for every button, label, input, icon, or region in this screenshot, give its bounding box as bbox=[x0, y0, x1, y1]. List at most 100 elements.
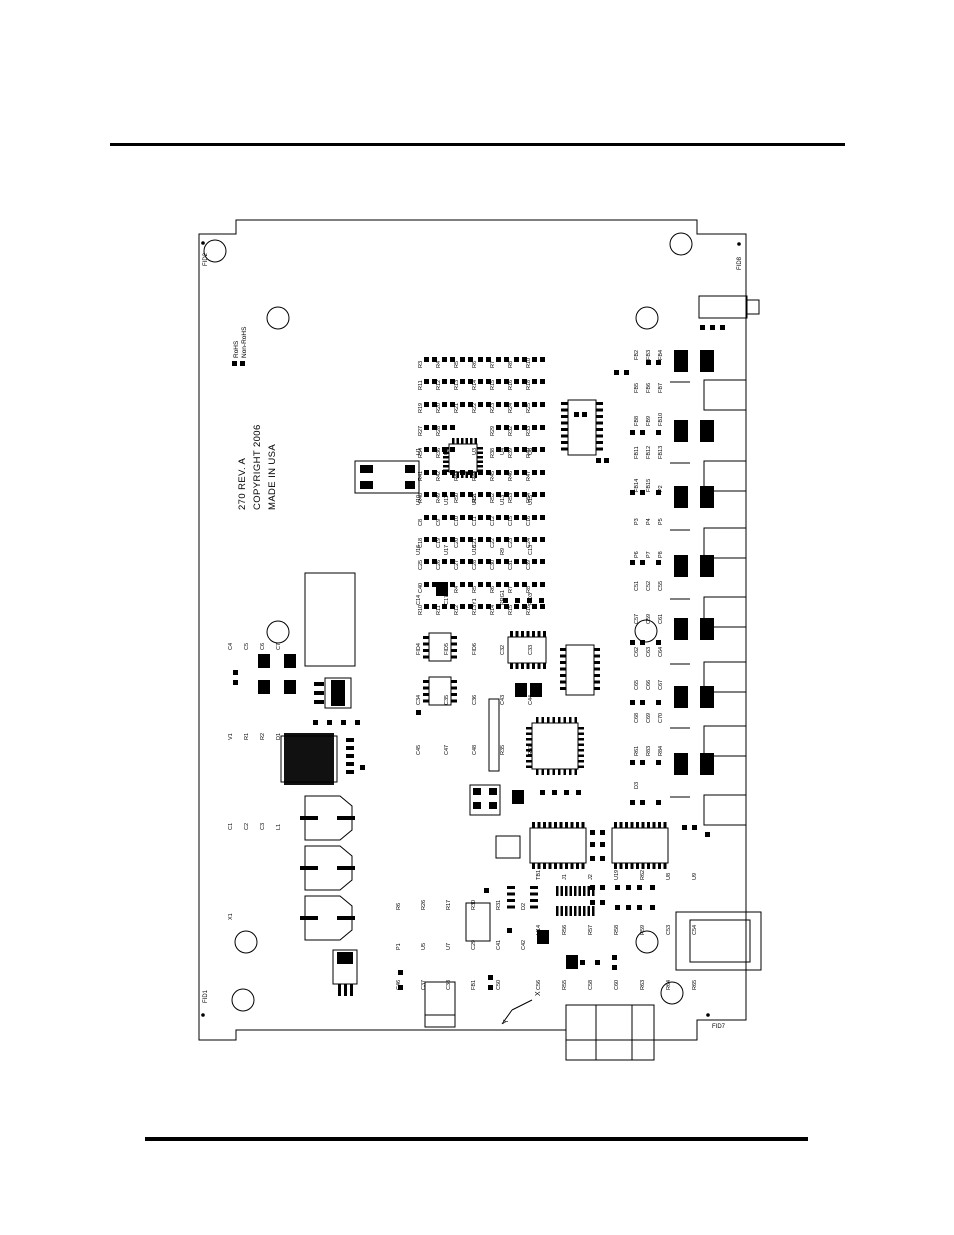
sw-ref-label: C41 bbox=[496, 940, 502, 950]
pad bbox=[590, 900, 595, 905]
ic-pin bbox=[663, 822, 667, 828]
ic-pin bbox=[465, 472, 468, 478]
grid-ref-label: R14 bbox=[490, 605, 496, 615]
pad bbox=[540, 470, 545, 475]
pad bbox=[514, 425, 519, 430]
grid-ref-label: R16 bbox=[508, 380, 514, 390]
pad bbox=[640, 560, 645, 565]
pad bbox=[416, 710, 421, 715]
pad bbox=[532, 492, 537, 497]
pad bbox=[496, 515, 501, 520]
ic-pin bbox=[510, 663, 513, 669]
pad bbox=[564, 790, 569, 795]
ic-pin bbox=[581, 863, 585, 869]
ic-pin bbox=[554, 863, 557, 869]
ic-pin bbox=[541, 769, 544, 775]
pad bbox=[424, 515, 429, 520]
grid-ref-label: C23 bbox=[508, 538, 514, 548]
pad bbox=[640, 800, 645, 805]
grid-ref-label: R27 bbox=[418, 426, 424, 436]
pad bbox=[468, 604, 473, 609]
ic-packages bbox=[428, 399, 669, 942]
grid-ref-label: R54 bbox=[526, 493, 532, 503]
ic-pin bbox=[423, 693, 429, 696]
pad bbox=[626, 885, 631, 890]
pad bbox=[504, 379, 509, 384]
port-connector bbox=[703, 725, 747, 757]
ic-pin bbox=[532, 631, 535, 637]
ic-pin bbox=[587, 906, 590, 916]
pad bbox=[614, 370, 619, 375]
bottom-ref-label: J1 bbox=[562, 874, 568, 880]
grid-ref-label: R15 bbox=[490, 380, 496, 390]
cap-pad bbox=[284, 680, 296, 694]
ic-pin bbox=[574, 717, 577, 723]
port-connector bbox=[703, 527, 747, 559]
ic-pin bbox=[526, 663, 530, 669]
pad bbox=[327, 720, 332, 725]
mid-ref-label: U1 bbox=[416, 448, 422, 455]
ic-pin bbox=[507, 886, 515, 889]
ic-pin bbox=[423, 686, 429, 690]
grid-ref-label: R39 bbox=[508, 448, 514, 458]
ic-pin bbox=[594, 680, 600, 684]
grid-ref-label: R44 bbox=[472, 471, 478, 481]
sw-ref-label: C29 bbox=[471, 940, 477, 950]
right-ref-label: FB10 bbox=[658, 413, 664, 426]
pad bbox=[540, 447, 545, 452]
ic-pin bbox=[451, 686, 457, 690]
fid7-label: FID7 bbox=[712, 1024, 726, 1030]
mid-ref-label: U13 bbox=[500, 495, 506, 505]
grid-ref-label: R45 bbox=[490, 471, 496, 481]
cap-pad bbox=[674, 618, 688, 640]
grid-ref-label: R10 bbox=[418, 605, 424, 615]
bottom-ref-label: U9 bbox=[692, 873, 698, 880]
pad bbox=[233, 670, 238, 675]
pad bbox=[514, 537, 519, 542]
ic-pin bbox=[574, 906, 577, 916]
bottom-ref-label: R55 bbox=[562, 980, 568, 990]
grid-ref-label: R36 bbox=[436, 448, 442, 458]
mid-ref-label: C14 bbox=[416, 595, 422, 605]
grid-ref-label: C9 bbox=[436, 519, 442, 526]
ic-pin bbox=[583, 906, 586, 916]
bottom-ref-label: J2 bbox=[588, 874, 594, 880]
pad bbox=[650, 885, 655, 890]
pad bbox=[398, 985, 403, 990]
grid-ref-label: C18 bbox=[418, 538, 424, 548]
grid-ref-label: R50 bbox=[454, 493, 460, 503]
cap-pad bbox=[700, 686, 714, 708]
pad bbox=[540, 582, 545, 587]
mid-ref-label: U18 bbox=[472, 545, 478, 555]
right-ref-label: P5 bbox=[658, 518, 664, 525]
ic-pin bbox=[596, 421, 603, 425]
pad bbox=[540, 537, 545, 542]
ic-pin bbox=[521, 631, 524, 637]
mid-ref-label: Y1 bbox=[472, 598, 478, 605]
ic-pin bbox=[596, 447, 603, 451]
ic-pin bbox=[423, 642, 429, 646]
pad bbox=[486, 357, 491, 362]
bottom-ref-label: R62 bbox=[640, 870, 646, 880]
grid-ref-label: C8 bbox=[418, 519, 424, 526]
pad bbox=[656, 700, 661, 705]
right-ref-label: FB5 bbox=[634, 383, 640, 393]
ic-pin bbox=[561, 421, 568, 425]
grid-ref-label: C19 bbox=[436, 538, 442, 548]
right-ref-label: C61 bbox=[658, 614, 664, 624]
port-connector bbox=[703, 794, 747, 826]
right-ref-label: C63 bbox=[646, 647, 652, 657]
pad bbox=[522, 559, 527, 564]
pad bbox=[460, 379, 465, 384]
ic-pins bbox=[423, 402, 667, 916]
ic-pin bbox=[652, 822, 656, 828]
ic-pin bbox=[578, 749, 584, 752]
ic-pin bbox=[543, 631, 546, 637]
ic-pin bbox=[569, 717, 572, 723]
cap-pad bbox=[566, 955, 578, 969]
pad bbox=[450, 470, 455, 475]
ic-pin bbox=[451, 693, 457, 696]
ic-pin bbox=[592, 886, 595, 896]
ic-pin bbox=[641, 863, 645, 869]
grid-ref-label: C12 bbox=[490, 516, 496, 526]
